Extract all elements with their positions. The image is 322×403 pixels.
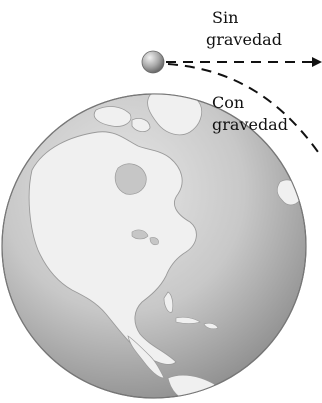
label-sin-gravedad: gravedad: [206, 30, 282, 49]
earth-globe-icon: [2, 91, 306, 403]
projectile-sphere-icon: [142, 51, 164, 73]
arrowhead-icon: [312, 57, 322, 67]
label-con-gravedad: gravedad: [212, 115, 288, 134]
label-con: Con: [212, 93, 244, 112]
label-sin: Sin: [212, 8, 238, 27]
straight-path: [166, 57, 322, 67]
